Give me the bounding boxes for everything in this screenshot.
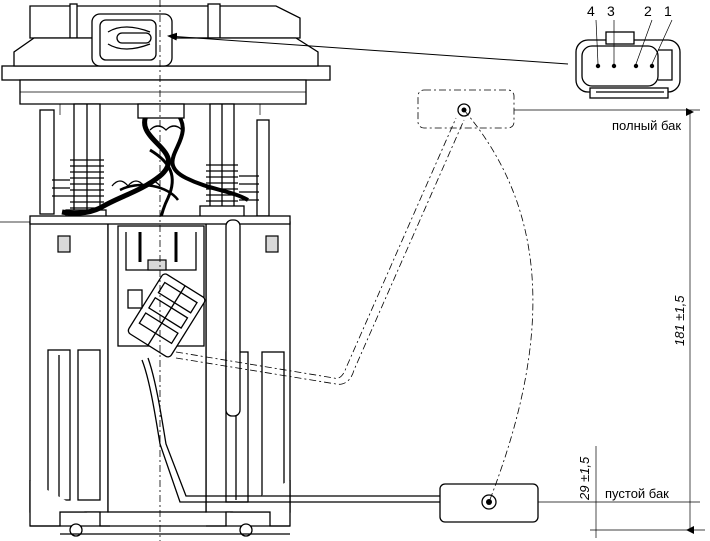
bracket-struts (39, 103, 270, 225)
connector-detail: 4 3 2 1 (575, 3, 681, 99)
dimension-empty-offset: 29 ±1,5 (577, 446, 705, 538)
dimension-float-travel: 181 ±1,5 (672, 108, 694, 534)
float-travel-dimension: 181 ±1,5 (672, 295, 687, 346)
wiring-harness (61, 103, 249, 249)
empty-offset-dimension: 29 ±1,5 (577, 456, 592, 501)
float-arm-full (175, 89, 515, 385)
full-tank-label: полный бак (612, 118, 681, 133)
connector-pointer-arrow (167, 32, 569, 65)
float-arm-empty (141, 357, 539, 523)
pin-label-3: 3 (607, 3, 615, 19)
pin-label-4: 4 (587, 3, 595, 19)
float-swing-arc (463, 109, 534, 503)
pin-label-1: 1 (664, 3, 672, 19)
empty-tank-label: пустой бак (605, 486, 669, 501)
sender-mechanism (117, 225, 206, 358)
cover-connector (91, 13, 173, 67)
pin-label-2: 2 (644, 3, 652, 19)
